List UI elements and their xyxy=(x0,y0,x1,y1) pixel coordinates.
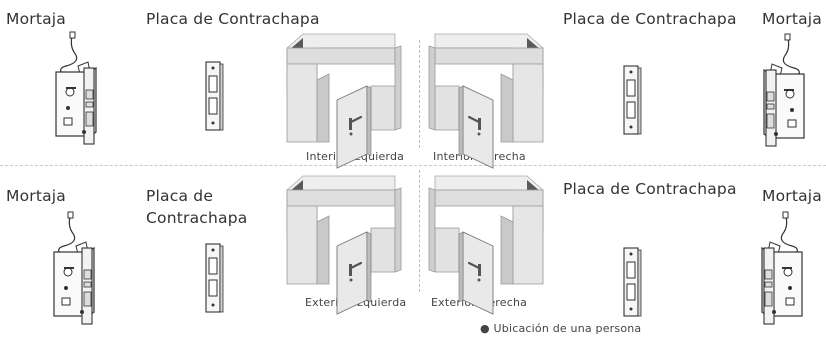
bottom-right-mortise-lock-drawing xyxy=(761,211,803,325)
person-bullet-icon: ● xyxy=(480,322,490,335)
top-door-divider xyxy=(419,40,420,148)
interior-right-door-drawing xyxy=(428,33,544,170)
bottom-left-strike-plate-drawing xyxy=(205,243,224,313)
top-right-strike-plate-label: Placa de Contrachapa xyxy=(563,10,737,28)
bottom-left-mortise-label: Mortaja xyxy=(6,187,67,205)
person-location-legend: ● Ubicación de una persona xyxy=(480,322,641,335)
top-left-mortise-lock-drawing xyxy=(55,31,97,145)
bottom-left-strike-plate-label-line2: Contrachapa xyxy=(146,209,248,227)
bottom-left-strike-plate-label-line1: Placa de xyxy=(146,187,214,205)
exterior-left-door-drawing xyxy=(286,175,402,316)
person-location-legend-text: Ubicación de una persona xyxy=(493,322,642,335)
top-right-mortise-label: Mortaja xyxy=(762,10,823,28)
bottom-right-strike-plate-drawing xyxy=(623,247,642,317)
bottom-left-strike-plate-label: Placa de Contrachapa xyxy=(146,185,247,229)
bottom-right-mortise-label: Mortaja xyxy=(762,187,823,205)
top-left-strike-plate-label: Placa de Contrachapa xyxy=(146,10,320,28)
top-right-strike-plate-drawing xyxy=(623,65,642,135)
interior-left-door-drawing xyxy=(286,33,402,170)
top-left-mortise-label: Mortaja xyxy=(6,10,67,28)
bottom-left-mortise-lock-drawing xyxy=(53,211,95,325)
exterior-right-door-drawing xyxy=(428,175,544,316)
bottom-door-divider xyxy=(419,170,420,292)
top-left-strike-plate-drawing xyxy=(205,61,224,131)
top-right-mortise-lock-drawing xyxy=(763,33,805,147)
row-divider xyxy=(0,165,826,166)
bottom-right-strike-plate-label: Placa de Contrachapa xyxy=(563,180,737,198)
